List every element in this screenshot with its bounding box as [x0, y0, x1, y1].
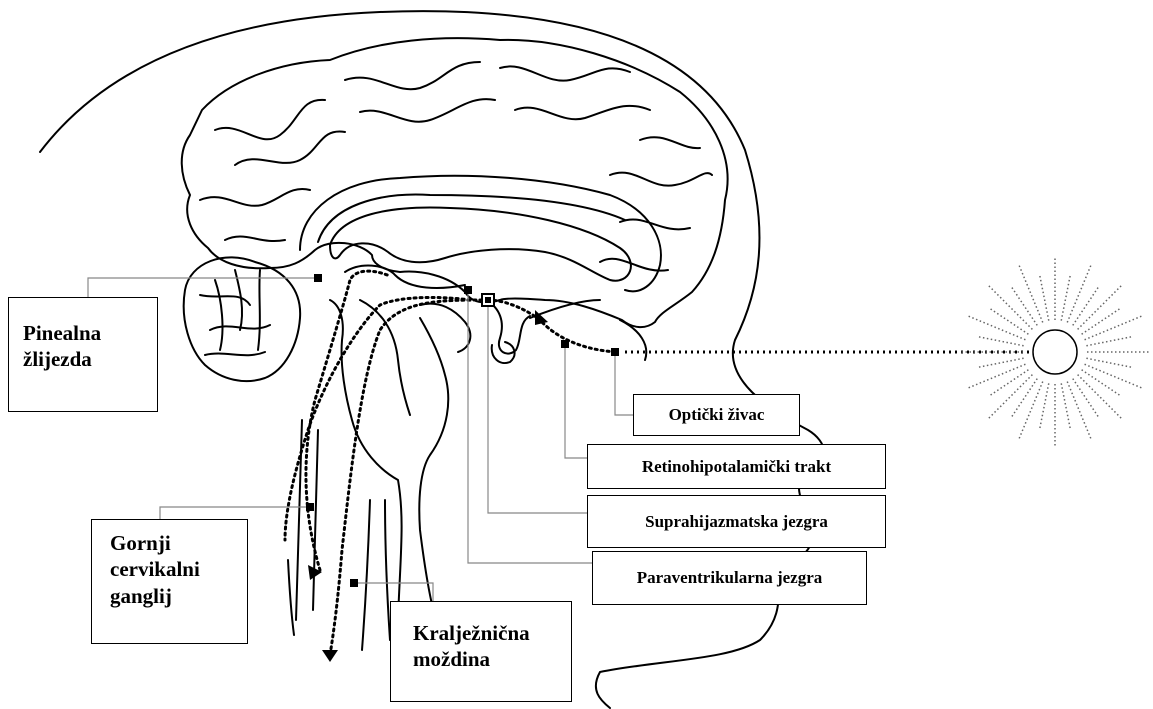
sun-ray: [1061, 383, 1070, 430]
leader-retino: [565, 344, 587, 458]
sun-ray: [1061, 274, 1070, 321]
sun-ray: [1019, 382, 1043, 440]
sun-ray: [1078, 285, 1123, 330]
sun-ray: [1078, 375, 1123, 420]
leader-opticki: [615, 352, 633, 415]
cortex-outline: [182, 38, 728, 327]
sun-ray: [1085, 364, 1143, 388]
sun-ray: [977, 336, 1024, 345]
sun-ray: [988, 308, 1028, 335]
sun-ray: [1086, 336, 1133, 345]
sun-ray: [1085, 316, 1143, 340]
cingulate: [300, 176, 661, 292]
label-kraljeznicna: Kralježnična moždina: [390, 601, 572, 702]
label-gornji-cervikalni: Gornji cervikalni ganglij: [91, 519, 248, 644]
sun-ray: [988, 370, 1028, 397]
sun-ray: [1067, 264, 1091, 322]
sun-ray: [1082, 370, 1122, 397]
sun-ray: [1073, 379, 1100, 419]
sun-ray: [1011, 379, 1038, 419]
label-retinohipotalamicki: Retinohipotalamički trakt: [587, 444, 886, 489]
label-pinealna: Pinealna žlijezda: [8, 297, 158, 412]
sun-ray: [1039, 383, 1048, 430]
corpus-callosum: [330, 207, 631, 280]
label-opticki: Optički živac: [633, 394, 800, 436]
sun-ray: [1039, 274, 1048, 321]
label-paraventrikularna: Paraventrikularna jezgra: [592, 551, 867, 605]
sun-icon: [1033, 330, 1077, 374]
sun-ray: [1011, 285, 1038, 325]
sun-ray: [967, 364, 1025, 388]
label-suprahijazmatska: Suprahijazmatska jezgra: [587, 495, 886, 548]
sun-ray: [1082, 308, 1122, 335]
sun-ray: [1019, 264, 1043, 322]
sun-ray: [1073, 285, 1100, 325]
sun-ray: [988, 285, 1033, 330]
sun-ray: [1067, 382, 1091, 440]
arrow-down: [322, 650, 338, 662]
sun-ray: [988, 375, 1033, 420]
leader-supra: [488, 300, 587, 513]
leader-pineal: [88, 278, 318, 297]
sun-ray: [1086, 358, 1133, 367]
ganglion-to-pineal-pathway: [306, 271, 390, 570]
optic-pathway: [488, 300, 615, 352]
leader-para: [468, 290, 592, 563]
sun-ray: [977, 358, 1024, 367]
sun-ray: [967, 316, 1025, 340]
